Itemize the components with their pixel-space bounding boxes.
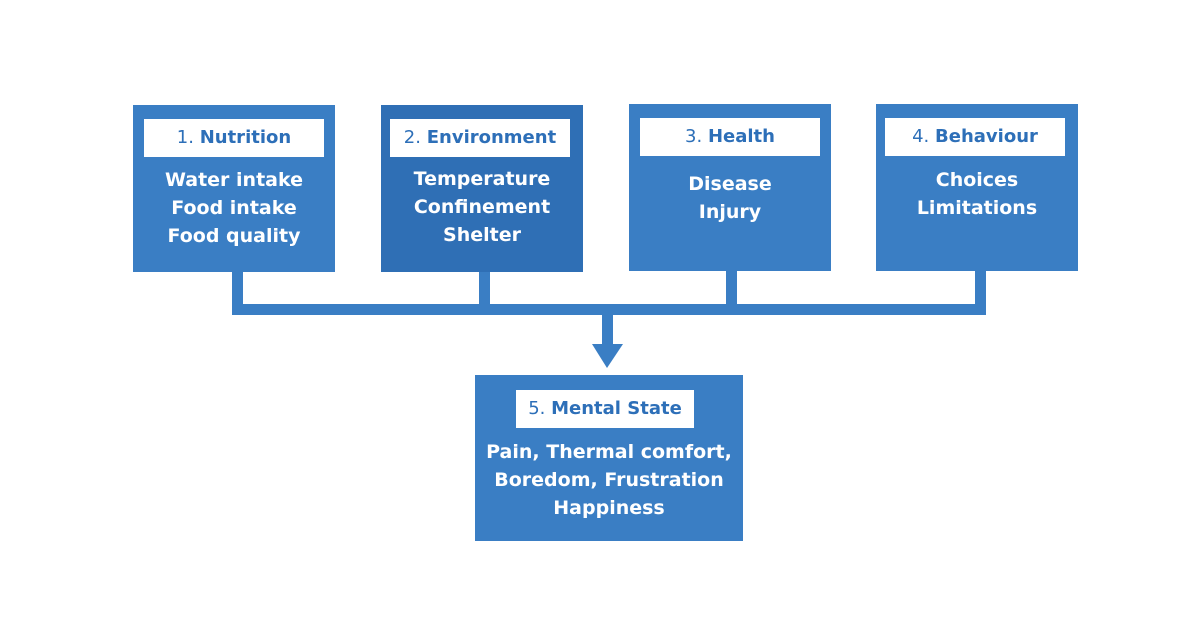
domain-item: Shelter bbox=[443, 224, 521, 246]
domain-box-nutrition: 1. Nutrition Water intake Food intake Fo… bbox=[133, 105, 335, 272]
domain-item: Choices bbox=[935, 169, 1019, 191]
domain-item: Water intake bbox=[164, 169, 303, 191]
connector-drop-1 bbox=[232, 270, 243, 315]
result-items: Pain, Thermal comfort, Boredom, Frustrat… bbox=[475, 438, 743, 522]
domain-items-health: Disease Injury bbox=[629, 170, 831, 226]
result-item: Pain, Thermal comfort, bbox=[486, 441, 732, 463]
domain-box-environment: 2. Environment Temperature Confinement S… bbox=[381, 105, 583, 272]
connector-drop-2 bbox=[479, 270, 490, 315]
domain-title-text: Nutrition bbox=[199, 127, 292, 148]
domain-number: 4. bbox=[912, 126, 930, 147]
result-title-mental-state: 5. Mental State bbox=[516, 390, 694, 428]
domain-items-nutrition: Water intake Food intake Food quality bbox=[133, 166, 335, 250]
domain-title-text: Behaviour bbox=[935, 126, 1038, 147]
domain-number: 3. bbox=[685, 126, 703, 147]
domain-box-behaviour: 4. Behaviour Choices Limitations bbox=[876, 104, 1078, 271]
result-item: Happiness bbox=[553, 497, 665, 519]
domain-items-environment: Temperature Confinement Shelter bbox=[381, 165, 583, 249]
domain-title-text: Environment bbox=[426, 127, 557, 148]
domain-item: Disease bbox=[688, 173, 772, 195]
connector-drop-4 bbox=[975, 270, 986, 315]
domain-number: 1. bbox=[176, 127, 194, 148]
domain-items-behaviour: Choices Limitations bbox=[876, 166, 1078, 222]
result-item: Boredom, Frustration bbox=[494, 469, 724, 491]
result-title-text: Mental State bbox=[551, 398, 682, 419]
domain-item: Limitations bbox=[916, 197, 1038, 219]
domain-number: 2. bbox=[403, 127, 421, 148]
domain-title-text: Health bbox=[707, 126, 775, 147]
connector-stem bbox=[602, 310, 613, 346]
domain-item: Injury bbox=[698, 201, 762, 223]
domain-title-health: 3. Health bbox=[640, 118, 820, 156]
connector-arrowhead bbox=[592, 344, 623, 368]
domain-title-nutrition: 1. Nutrition bbox=[144, 119, 324, 157]
domain-item: Temperature bbox=[413, 168, 551, 190]
connector-drop-3 bbox=[726, 270, 737, 315]
domain-title-environment: 2. Environment bbox=[390, 119, 570, 157]
domain-item: Food intake bbox=[171, 197, 297, 219]
domain-box-health: 3. Health Disease Injury bbox=[629, 104, 831, 271]
domain-item: Food quality bbox=[167, 225, 301, 247]
connector-horizontal-bar bbox=[232, 304, 986, 315]
domain-item: Confinement bbox=[413, 196, 551, 218]
result-box-mental-state: 5. Mental State Pain, Thermal comfort, B… bbox=[475, 375, 743, 541]
result-number: 5. bbox=[528, 398, 546, 419]
domain-title-behaviour: 4. Behaviour bbox=[885, 118, 1065, 156]
